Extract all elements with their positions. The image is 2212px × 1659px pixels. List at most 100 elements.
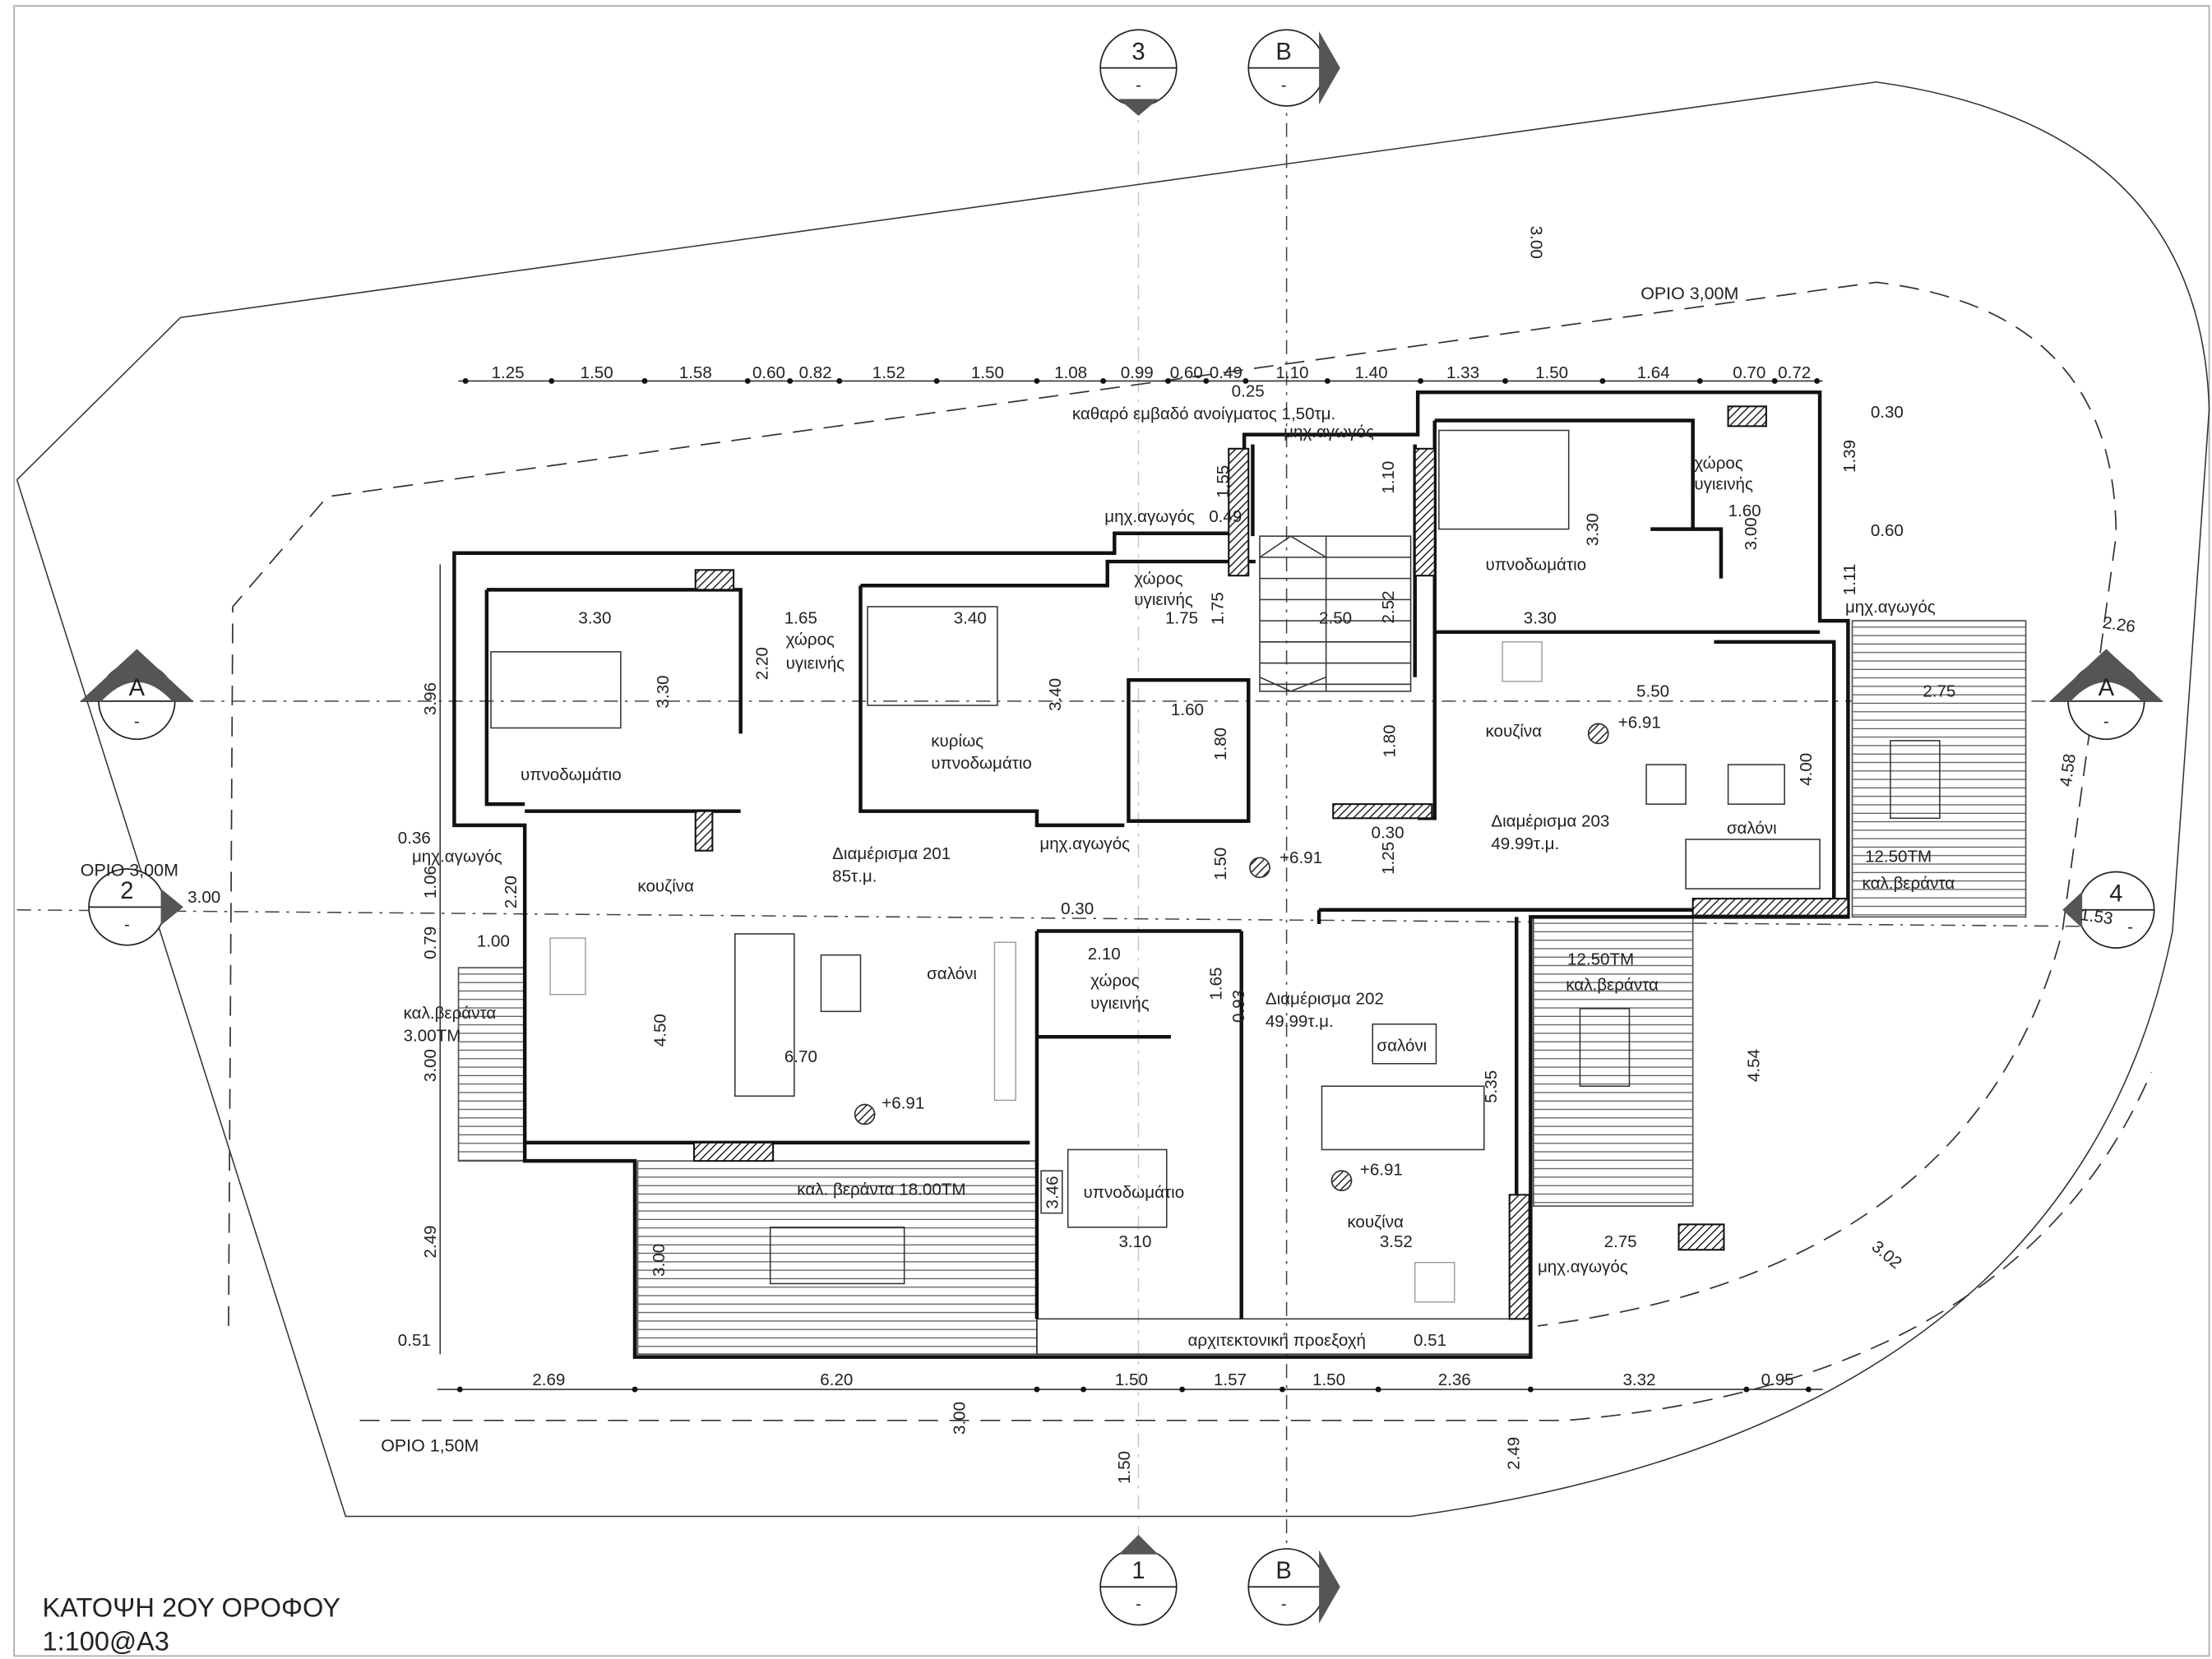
veranda-area: 12.50ΤΜ xyxy=(1865,847,1932,866)
veranda-south xyxy=(636,1160,1038,1356)
dimension-dots xyxy=(456,378,1821,1393)
dimension-text: 1.65 xyxy=(784,609,817,628)
dimension-text: 0.30 xyxy=(1061,899,1094,918)
dimension-text: 0.25 xyxy=(1232,381,1265,400)
section-marker-a-left[interactable]: A - xyxy=(80,649,194,741)
veranda-label: καλ.βεράντα xyxy=(1863,874,1955,893)
dimension-text: 2.20 xyxy=(502,876,521,908)
dimension-text: 0.60 xyxy=(1170,363,1203,382)
duct-label: μηχ.αγωγός xyxy=(1039,834,1130,853)
section-marker-sub: - xyxy=(134,712,140,731)
living-label: σαλόνι xyxy=(1727,819,1777,838)
exterior-wall-inner xyxy=(484,418,1849,1319)
dimension-text: 1.50 xyxy=(1312,1370,1345,1389)
bedroom-label: υπνοδωμάτιο xyxy=(1084,1183,1185,1202)
dimension-text: 1.10 xyxy=(1379,461,1398,494)
bedroom-label: υπνοδωμάτιο xyxy=(521,765,622,784)
dimension-text: 1.50 xyxy=(581,363,613,382)
dimension-text: 3.40 xyxy=(1046,678,1065,711)
section-marker-a-right[interactable]: A - xyxy=(2049,649,2163,741)
bed xyxy=(867,606,998,706)
dimension-text: 0.36 xyxy=(398,829,431,848)
section-marker-2[interactable]: 2 - xyxy=(88,868,184,946)
dining-table xyxy=(769,1227,905,1285)
apartment-203-name: Διαμέρισμα 203 xyxy=(1491,812,1609,831)
duct-label: μηχ.αγωγός xyxy=(412,847,502,866)
section-marker-label: A xyxy=(129,675,146,701)
veranda-area: 12.50ΤΜ xyxy=(1567,950,1634,969)
dimension-text: 0.95 xyxy=(1761,1370,1794,1389)
dimension-text: 1.50 xyxy=(1535,363,1568,382)
level-label: +6.91 xyxy=(882,1094,924,1113)
wc-label: υγιεινής xyxy=(1090,994,1150,1013)
level-marker-icon xyxy=(1587,723,1609,745)
dimension-text: 1.52 xyxy=(872,363,905,382)
dimension-text: 1.40 xyxy=(1354,363,1387,382)
section-marker-sub: - xyxy=(124,915,130,934)
dimension-text: 2.20 xyxy=(752,647,771,680)
dimension-text: 2.36 xyxy=(1438,1370,1471,1389)
dimension-text: 1.50 xyxy=(1115,1451,1134,1484)
section-marker-label: 4 xyxy=(2109,880,2122,907)
cooktop xyxy=(1502,641,1543,682)
column xyxy=(694,569,735,591)
dimension-text: 1.39 xyxy=(1840,440,1859,473)
dimension-text: 1.50 xyxy=(1211,848,1230,880)
section-marker-label: A xyxy=(2099,675,2115,701)
sheet-border xyxy=(13,5,2210,1657)
bed xyxy=(1067,1148,1168,1228)
apartment-201-name: Διαμέρισμα 201 xyxy=(832,844,951,863)
veranda-label: καλ. βεράντα 18.00ΤΜ xyxy=(797,1180,965,1199)
dimension-text: 1.75 xyxy=(1165,609,1198,628)
wc-label: χώρος xyxy=(786,630,835,649)
wc-label: χώρος xyxy=(1090,971,1139,990)
dimension-text: 3.30 xyxy=(1524,609,1557,628)
apartment-202-name: Διαμέρισμα 202 xyxy=(1266,990,1384,1009)
level-marker-icon xyxy=(1249,857,1270,879)
apartment-203-area: 49.99τ.μ. xyxy=(1491,834,1559,853)
dimension-text: 1.25 xyxy=(492,363,525,382)
cooktop xyxy=(549,937,586,996)
dimension-text: 3.02 xyxy=(1868,1237,1905,1273)
dimension-text: 3.32 xyxy=(1622,1370,1655,1389)
dimension-text: 1.60 xyxy=(1171,700,1204,719)
column xyxy=(1691,898,1849,917)
section-marker-4[interactable]: 4 - xyxy=(2062,871,2155,949)
section-marker-1[interactable]: 1 - xyxy=(1099,1534,1178,1626)
veranda-label: καλ.βεράντα xyxy=(1566,976,1659,995)
dimension-text: 1.08 xyxy=(1054,363,1087,382)
column xyxy=(1332,803,1433,820)
apartment-201-area: 85τ.μ. xyxy=(832,866,877,885)
level-label: +6.91 xyxy=(1280,848,1322,867)
section-marker-3[interactable]: 3 - xyxy=(1099,29,1178,116)
section-marker-sub: - xyxy=(2127,917,2133,936)
section-marker-sub: - xyxy=(1281,76,1287,95)
dimension-text: 3.40 xyxy=(954,609,987,628)
sofa xyxy=(1321,1085,1485,1151)
master-bedroom-label: υπνοδωμάτιο xyxy=(931,754,1032,773)
section-marker-sub: - xyxy=(1136,76,1141,95)
dimension-text: 3.00 xyxy=(421,1049,440,1082)
dimension-text: 4.54 xyxy=(1744,1049,1763,1082)
section-marker-label: 3 xyxy=(1131,39,1145,65)
section-marker-label: 2 xyxy=(120,878,133,904)
dimension-text: 4.50 xyxy=(651,1014,670,1047)
duct-label: μηχ.αγωγός xyxy=(1284,423,1374,441)
wc-label: χώρος xyxy=(1694,454,1742,473)
dimension-text: 0.72 xyxy=(1778,363,1811,382)
level-label: +6.91 xyxy=(1360,1160,1403,1179)
dimension-text: 0.79 xyxy=(421,927,440,959)
projection-label: αρχιτεκτονική προεξοχή xyxy=(1188,1331,1366,1350)
section-marker-b-bottom[interactable]: B - xyxy=(1247,1548,1340,1626)
dimension-text: 1.64 xyxy=(1637,363,1670,382)
wc-label: υγιεινής xyxy=(1134,590,1193,609)
section-marker-b-top[interactable]: B - xyxy=(1247,29,1340,107)
stair-treads xyxy=(1259,535,1411,692)
column xyxy=(694,810,714,852)
sofa xyxy=(734,933,795,1098)
drawing-title: ΚΑΤΟΨΗ 2ΟΥ ΟΡΟΦΟΥ xyxy=(42,1592,340,1622)
dining-table xyxy=(1890,740,1941,820)
dimension-text: 0.93 xyxy=(1229,990,1248,1023)
stair xyxy=(1259,535,1412,692)
